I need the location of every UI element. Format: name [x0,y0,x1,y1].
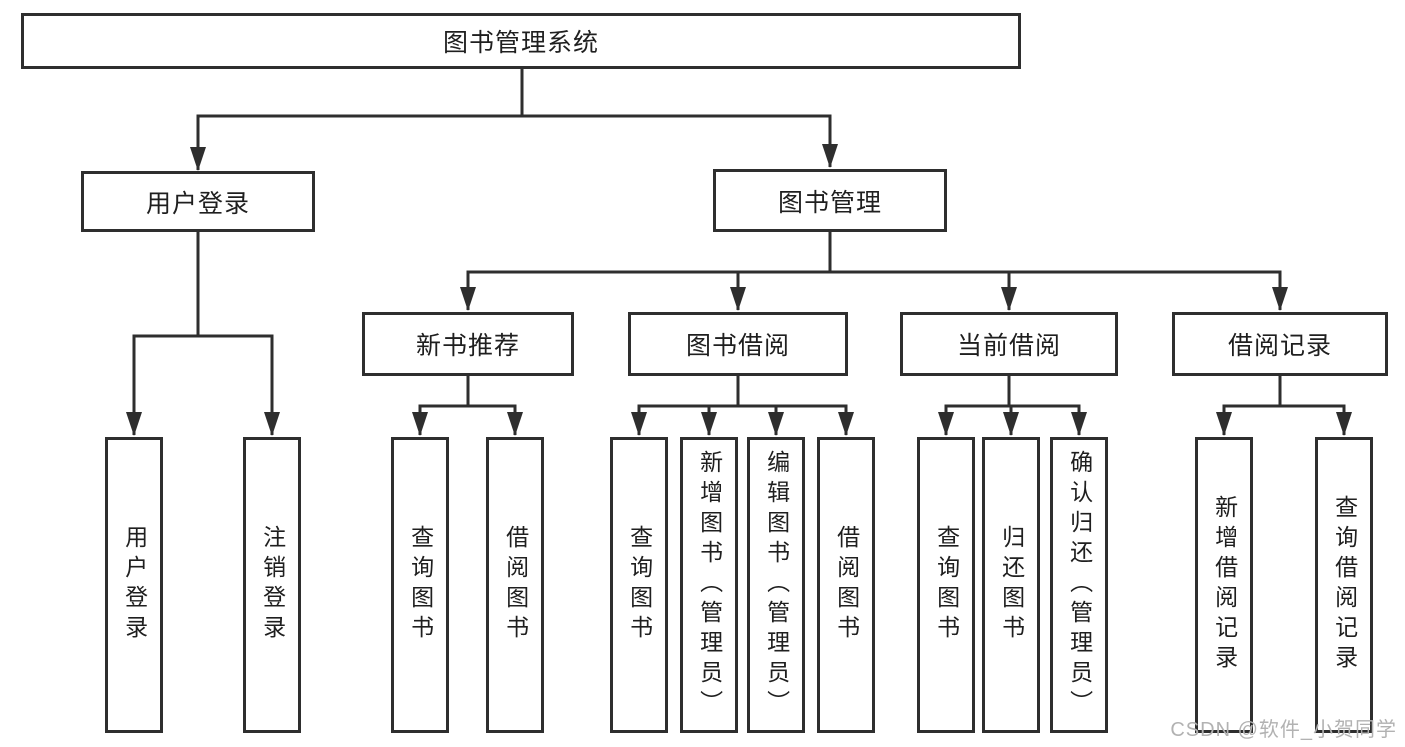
leaf-label: 查询借阅记录 [1331,495,1358,675]
node-book-management: 图书管理 [713,169,947,232]
leaf-return-book: 归还图书 [982,437,1040,733]
leaf-label: 归还图书 [998,525,1025,645]
node-label: 图书管理系统 [442,29,599,57]
leaf-label: 确认归还（管理员） [1066,450,1093,720]
leaf-query-books-current: 查询图书 [917,437,975,733]
node-borrowing-records: 借阅记录 [1172,312,1388,376]
node-label: 用户登录 [145,189,250,218]
csdn-watermark: CSDN @软件_小贺同学 [1170,719,1397,741]
node-label: 新书推荐 [415,332,520,360]
leaf-label: 借阅图书 [833,525,860,645]
node-label: 图书管理 [777,188,882,217]
leaf-query-books-borrowing: 查询图书 [610,437,668,733]
leaf-user-login: 用户登录 [105,437,163,733]
node-new-book-recommend: 新书推荐 [362,312,574,376]
connector-segments [132,68,1346,408]
leaf-label: 查询图书 [626,525,653,645]
node-current-borrowing: 当前借阅 [900,312,1118,376]
leaf-borrow-books: 借阅图书 [817,437,875,733]
node-label: 图书借阅 [685,332,790,360]
leaf-label: 编辑图书（管理员） [763,450,790,720]
leaf-add-borrow-record: 新增借阅记录 [1195,437,1253,733]
leaf-logout: 注销登录 [243,437,301,733]
node-book-borrowing: 图书借阅 [628,312,848,376]
leaf-label: 查询图书 [407,525,434,645]
leaf-label: 借阅图书 [502,525,529,645]
leaf-borrow-books-recommend: 借阅图书 [486,437,544,733]
node-user-login: 用户登录 [81,171,315,232]
leaf-label: 查询图书 [933,525,960,645]
leaf-label: 新增借阅记录 [1211,495,1238,675]
leaf-query-books-recommend: 查询图书 [391,437,449,733]
leaf-add-book-admin: 新增图书（管理员） [680,437,738,733]
leaf-confirm-return-admin: 确认归还（管理员） [1050,437,1108,733]
leaf-query-borrow-record: 查询借阅记录 [1315,437,1373,733]
leaf-label: 注销登录 [259,525,286,645]
leaf-label: 用户登录 [121,525,148,645]
node-library-management-system: 图书管理系统 [21,13,1021,69]
node-label: 当前借阅 [956,332,1061,360]
leaf-label: 新增图书（管理员） [696,450,723,720]
node-label: 借阅记录 [1227,332,1332,360]
leaf-edit-book-admin: 编辑图书（管理员） [747,437,805,733]
